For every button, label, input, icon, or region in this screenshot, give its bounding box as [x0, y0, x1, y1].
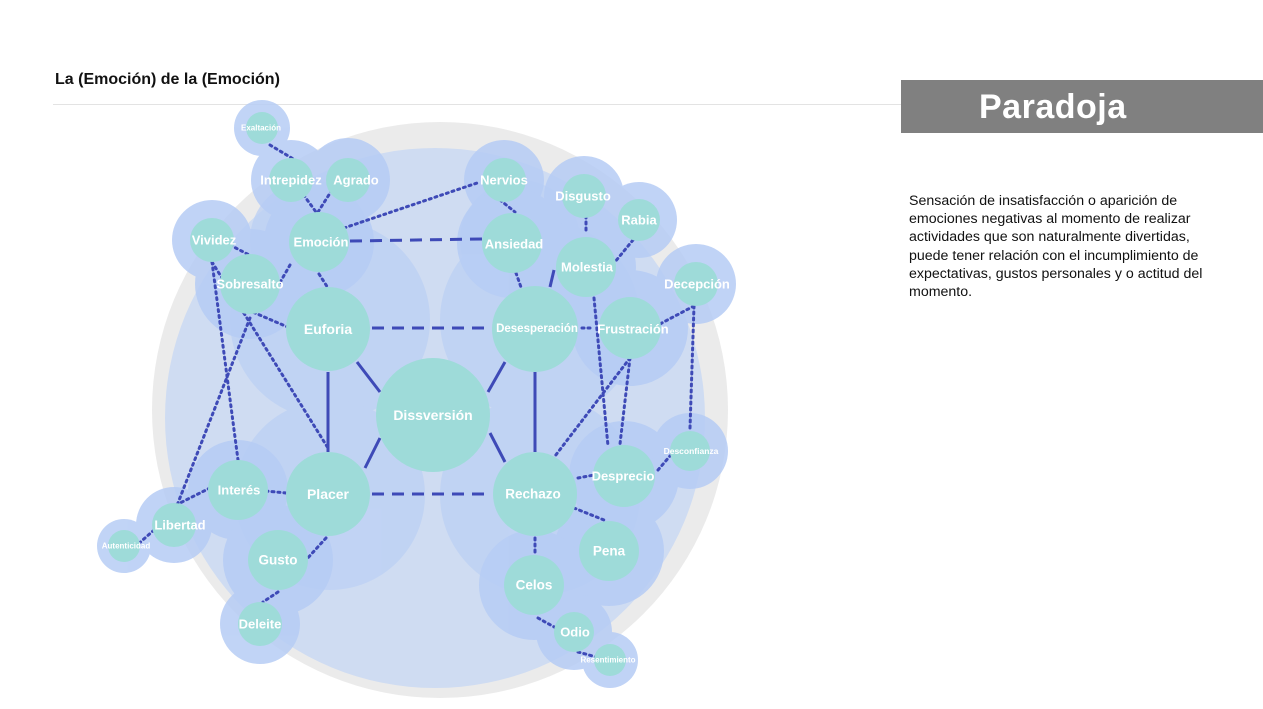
edge-emocion-ansiedad [349, 237, 483, 243]
title-divider [53, 104, 903, 105]
node-rechazo[interactable] [493, 452, 577, 536]
concept-banner: Paradoja [901, 80, 1263, 133]
node-label-odio: Odio [560, 625, 590, 640]
edge [688, 304, 696, 430]
node-ansiedad[interactable] [482, 213, 542, 273]
node-placer[interactable] [286, 452, 370, 536]
node-intrepidez[interactable] [269, 158, 313, 202]
node-interes[interactable] [208, 460, 268, 520]
edge [174, 486, 212, 507]
edge-euforia-dissversion [355, 361, 382, 393]
concept-description: Sensación de insatisfacción o aparición … [909, 193, 1203, 301]
node-label-euforia: Euforia [304, 321, 352, 337]
node-celos[interactable] [504, 555, 564, 615]
node-disgusto[interactable] [562, 174, 606, 218]
edge [316, 188, 334, 214]
edge [592, 296, 610, 448]
dashed-edges [349, 237, 490, 496]
node-label-emocion: Emoción [294, 235, 349, 250]
edge [210, 260, 240, 462]
node-exaltacion[interactable] [246, 112, 278, 144]
node-label-celos: Celos [516, 578, 553, 593]
node-desprecio[interactable] [593, 445, 655, 507]
node-agrado[interactable] [326, 158, 370, 202]
edge [317, 272, 330, 290]
edge-molestia-ansiedad [548, 269, 556, 288]
node-label-libertad: Libertad [154, 518, 205, 533]
concept-title: Paradoja [979, 88, 1127, 126]
edge [304, 536, 328, 562]
node-dissversion[interactable] [376, 358, 490, 472]
edge [261, 590, 280, 604]
edge [268, 143, 297, 162]
edge [618, 356, 632, 446]
edge [174, 316, 252, 510]
node-label-rechazo: Rechazo [505, 487, 561, 502]
node-circles [108, 112, 718, 676]
node-euforia[interactable] [286, 287, 370, 371]
node-label-intrepidez: Intrepidez [260, 173, 322, 188]
node-label-desprecio: Desprecio [592, 469, 655, 484]
edge [268, 263, 292, 302]
node-nervios[interactable] [482, 158, 526, 202]
edge [264, 489, 288, 495]
node-gusto[interactable] [248, 530, 308, 590]
edge [498, 198, 517, 214]
node-desesperacion[interactable] [492, 286, 578, 372]
node-label-resentimiento: Resentimiento [580, 656, 635, 665]
node-label-ansiedad: Ansiedad [485, 237, 544, 252]
node-sobresalto[interactable] [220, 254, 280, 314]
node-vividez[interactable] [190, 218, 234, 262]
node-rabia[interactable] [618, 199, 660, 241]
node-molestia[interactable] [556, 237, 616, 297]
node-autenticidad[interactable] [108, 530, 140, 562]
node-deleite[interactable] [238, 602, 282, 646]
node-odio[interactable] [554, 612, 594, 652]
node-label-desesperacion: Desesperación [496, 323, 578, 335]
node-label-frustracion: Frustración [597, 322, 669, 337]
node-label-deleite: Deleite [239, 617, 282, 632]
node-emocion[interactable] [289, 212, 349, 272]
node-label-agrado: Agrado [333, 173, 379, 188]
solid-edges [326, 269, 556, 469]
node-desconfianza[interactable] [670, 431, 710, 471]
node-label-pena: Pena [593, 544, 626, 559]
node-decepcion[interactable] [674, 262, 718, 306]
edge [342, 180, 482, 230]
edge [656, 454, 672, 472]
edge-placer-dissversion [363, 437, 382, 469]
node-label-molestia: Molestia [561, 260, 614, 275]
node-label-dissversion: Dissversión [393, 407, 472, 423]
node-label-desconfianza: Desconfianza [664, 446, 719, 456]
node-label-decepcion: Decepción [664, 277, 730, 292]
page-title: La (Emoción) de la (Emoción) [55, 71, 280, 88]
edge-rechazo-dissversion [488, 432, 507, 463]
node-frustracion[interactable] [599, 297, 661, 359]
node-label-autenticidad: Autenticidad [102, 542, 151, 551]
node-label-exaltacion: Exaltación [241, 124, 281, 133]
node-label-interes: Interés [218, 483, 261, 498]
node-label-sobresalto: Sobresalto [216, 277, 283, 292]
edge-desesperacion-dissversion [486, 361, 507, 393]
edge [572, 506, 606, 522]
node-label-rabia: Rabia [621, 213, 657, 228]
edge [514, 271, 524, 292]
node-label-gusto: Gusto [259, 553, 298, 568]
edge [656, 304, 696, 327]
node-label-disgusto: Disgusto [555, 189, 611, 204]
node-resentimiento[interactable] [594, 644, 626, 676]
edge [536, 616, 558, 630]
node-label-vividez: Vividez [192, 233, 237, 248]
edge [576, 473, 596, 480]
node-pena[interactable] [579, 521, 639, 581]
edge [550, 356, 632, 462]
node-label-placer: Placer [307, 486, 350, 502]
node-label-nervios: Nervios [480, 173, 528, 188]
node-libertad[interactable] [152, 503, 196, 547]
